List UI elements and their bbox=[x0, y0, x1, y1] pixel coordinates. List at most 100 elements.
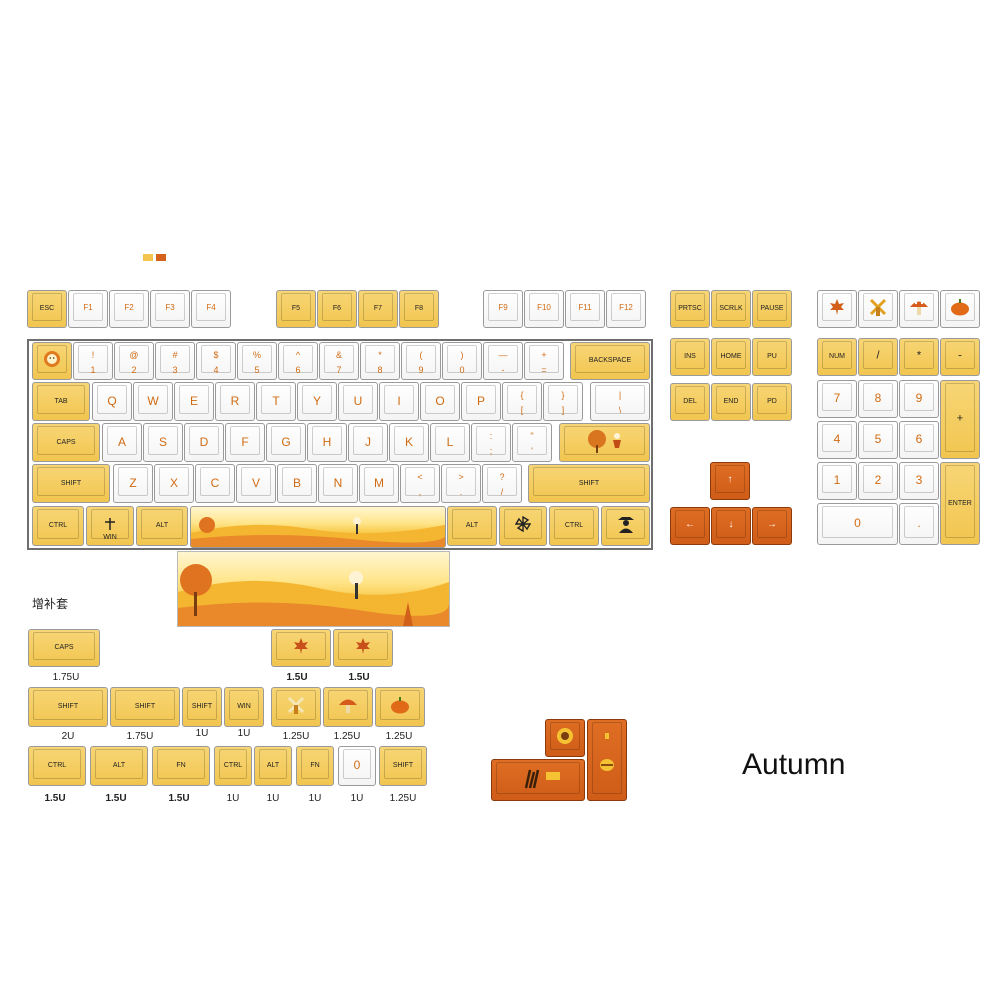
key-num-0[interactable]: 0 bbox=[817, 503, 898, 545]
key-arrow-down[interactable]: ↓ bbox=[711, 507, 751, 545]
extra-key-mushroom[interactable] bbox=[323, 687, 373, 727]
key-o[interactable]: O bbox=[420, 382, 460, 421]
key-v[interactable]: V bbox=[236, 464, 276, 503]
key-num-4[interactable]: 4 bbox=[817, 421, 857, 459]
key-p[interactable]: P bbox=[461, 382, 501, 421]
key-l[interactable]: L bbox=[430, 423, 470, 462]
extra-key-fn-15u[interactable]: FN bbox=[152, 746, 210, 786]
novelty-key-wheat-enter[interactable] bbox=[491, 759, 585, 801]
extra-key-ctrl-15u[interactable]: CTRL bbox=[28, 746, 86, 786]
extra-key-windmill[interactable] bbox=[271, 687, 321, 727]
key-right-alt[interactable]: ALT bbox=[447, 506, 497, 546]
key-pu[interactable]: PU bbox=[752, 338, 792, 376]
key-h[interactable]: H bbox=[307, 423, 347, 462]
key-ins[interactable]: INS bbox=[670, 338, 710, 376]
key-y[interactable]: Y bbox=[297, 382, 337, 421]
extra-key-ctrl-1u[interactable]: CTRL bbox=[214, 746, 252, 786]
key-i[interactable]: I bbox=[379, 382, 419, 421]
key-home[interactable]: HOME bbox=[711, 338, 751, 376]
key-prtsc[interactable]: PRTSC bbox=[670, 290, 710, 328]
key-6[interactable]: ^6 bbox=[278, 342, 318, 380]
key-f6[interactable]: F6 bbox=[317, 290, 357, 328]
key-period[interactable]: >. bbox=[441, 464, 481, 503]
extra-key-shift-125u[interactable]: SHIFT bbox=[379, 746, 427, 786]
key-num-6[interactable]: 6 bbox=[899, 421, 939, 459]
key-right-shift[interactable]: SHIFT bbox=[528, 464, 650, 503]
key-num-dot[interactable]: . bbox=[899, 503, 939, 545]
key-arrow-left[interactable]: ← bbox=[670, 507, 710, 545]
key-f4[interactable]: F4 bbox=[191, 290, 231, 328]
key-num-plus[interactable]: + bbox=[940, 380, 980, 459]
key-grave-lion[interactable] bbox=[32, 342, 72, 380]
key-num-lock[interactable]: NUM bbox=[817, 338, 857, 376]
key-f5[interactable]: F5 bbox=[276, 290, 316, 328]
key-t[interactable]: T bbox=[256, 382, 296, 421]
key-left-ctrl[interactable]: CTRL bbox=[32, 506, 84, 546]
alt-spacebar-autumn-landscape[interactable] bbox=[177, 551, 450, 627]
key-0[interactable]: )0 bbox=[442, 342, 482, 380]
key-8[interactable]: *8 bbox=[360, 342, 400, 380]
key-c[interactable]: C bbox=[195, 464, 235, 503]
key-caps[interactable]: CAPS bbox=[32, 423, 100, 462]
extra-key-shift-2u[interactable]: SHIFT bbox=[28, 687, 108, 727]
key-num-slash[interactable]: / bbox=[858, 338, 898, 376]
extra-key-pumpkin[interactable] bbox=[375, 687, 425, 727]
key-win[interactable]: WIN bbox=[86, 506, 134, 546]
key-left-alt[interactable]: ALT bbox=[136, 506, 188, 546]
key-b[interactable]: B bbox=[277, 464, 317, 503]
key-numpad-leaf[interactable] bbox=[817, 290, 857, 328]
key-num-8[interactable]: 8 bbox=[858, 380, 898, 418]
key-slash[interactable]: ?/ bbox=[482, 464, 522, 503]
key-m[interactable]: M bbox=[359, 464, 399, 503]
key-arrow-up[interactable]: ↑ bbox=[710, 462, 750, 500]
key-num-1[interactable]: 1 bbox=[817, 462, 857, 500]
key-u[interactable]: U bbox=[338, 382, 378, 421]
novelty-key-sunflower[interactable] bbox=[545, 719, 585, 757]
extra-key-alt-1u[interactable]: ALT bbox=[254, 746, 292, 786]
key-esc[interactable]: ESC bbox=[27, 290, 67, 328]
key-left-bracket[interactable]: {[ bbox=[502, 382, 542, 421]
key-f1[interactable]: F1 bbox=[68, 290, 108, 328]
key-comma[interactable]: <, bbox=[400, 464, 440, 503]
extra-key-leaf-2[interactable] bbox=[333, 629, 393, 667]
key-num-minus[interactable]: - bbox=[940, 338, 980, 376]
key-scrlk[interactable]: SCRLK bbox=[711, 290, 751, 328]
key-5[interactable]: %5 bbox=[237, 342, 277, 380]
key-n[interactable]: N bbox=[318, 464, 358, 503]
key-r[interactable]: R bbox=[215, 382, 255, 421]
novelty-key-beehive[interactable] bbox=[587, 719, 627, 801]
key-2[interactable]: @2 bbox=[114, 342, 154, 380]
key-numpad-mushroom[interactable] bbox=[899, 290, 939, 328]
key-7[interactable]: &7 bbox=[319, 342, 359, 380]
key-backslash[interactable]: |\ bbox=[590, 382, 650, 421]
key-right-bracket[interactable]: }] bbox=[543, 382, 583, 421]
key-f7[interactable]: F7 bbox=[358, 290, 398, 328]
key-end[interactable]: END bbox=[711, 383, 751, 421]
key-f9[interactable]: F9 bbox=[483, 290, 523, 328]
extra-key-fn-1u[interactable]: FN bbox=[296, 746, 334, 786]
key-num-star[interactable]: * bbox=[899, 338, 939, 376]
key-x[interactable]: X bbox=[154, 464, 194, 503]
extra-key-win[interactable]: WIN bbox=[224, 687, 264, 727]
key-f2[interactable]: F2 bbox=[109, 290, 149, 328]
key-f3[interactable]: F3 bbox=[150, 290, 190, 328]
key-num-2[interactable]: 2 bbox=[858, 462, 898, 500]
key-minus[interactable]: —- bbox=[483, 342, 523, 380]
extra-key-zero[interactable]: 0 bbox=[338, 746, 376, 786]
key-right-ctrl[interactable]: CTRL bbox=[549, 506, 599, 546]
key-f11[interactable]: F11 bbox=[565, 290, 605, 328]
key-fn-pinwheel[interactable] bbox=[499, 506, 547, 546]
key-pause[interactable]: PAUSE bbox=[752, 290, 792, 328]
key-f[interactable]: F bbox=[225, 423, 265, 462]
key-arrow-right[interactable]: → bbox=[752, 507, 792, 545]
key-k[interactable]: K bbox=[389, 423, 429, 462]
key-j[interactable]: J bbox=[348, 423, 388, 462]
key-9[interactable]: (9 bbox=[401, 342, 441, 380]
key-g[interactable]: G bbox=[266, 423, 306, 462]
key-semicolon[interactable]: :; bbox=[471, 423, 511, 462]
extra-key-leaf-1[interactable] bbox=[271, 629, 331, 667]
key-quote[interactable]: "' bbox=[512, 423, 552, 462]
key-backspace[interactable]: BACKSPACE bbox=[570, 342, 650, 380]
key-del[interactable]: DEL bbox=[670, 383, 710, 421]
extra-key-shift-1u[interactable]: SHIFT bbox=[182, 687, 222, 727]
